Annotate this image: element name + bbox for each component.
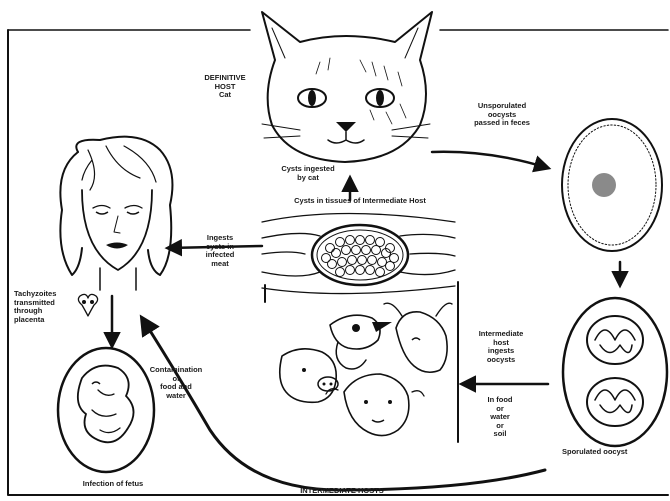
label-ingests-cysts: Ingests cysts in infected meat	[190, 234, 250, 268]
label-definitive-host: DEFINITIVE HOST Cat	[190, 74, 260, 100]
label-sporulated-oocyst: Sporulated oocyst	[562, 448, 668, 457]
intermediate-host-animals	[280, 303, 452, 435]
sporulated-oocyst-drawing	[563, 298, 667, 446]
label-intermediate-host-ingests: Intermediate host ingests oocysts	[466, 330, 536, 364]
arrow-cat-to-oocyst	[432, 152, 548, 168]
label-in-food-water-soil: In food or water or soil	[470, 396, 530, 439]
tissue-cyst-drawing	[262, 214, 455, 294]
label-infection-of-fetus: Infection of fetus	[58, 480, 168, 489]
label-cysts-ingested: Cysts ingested by cat	[272, 165, 344, 182]
hosts-bracket	[265, 282, 458, 442]
unsporulated-oocyst-drawing	[562, 119, 662, 251]
cat-head-drawing	[262, 12, 432, 162]
label-tachyzoites: Tachyzoites transmitted through placenta	[14, 290, 82, 324]
label-unsporulated-oocysts: Unsporulated oocysts passed in feces	[452, 102, 552, 128]
label-contamination: Contamination of food and water	[140, 366, 212, 400]
label-intermediate-hosts: INTERMEDIATE HOSTS	[272, 487, 412, 496]
woman-head-drawing	[60, 137, 172, 290]
label-cysts-in-tissues: Cysts in tissues of Intermediate Host	[250, 197, 470, 206]
